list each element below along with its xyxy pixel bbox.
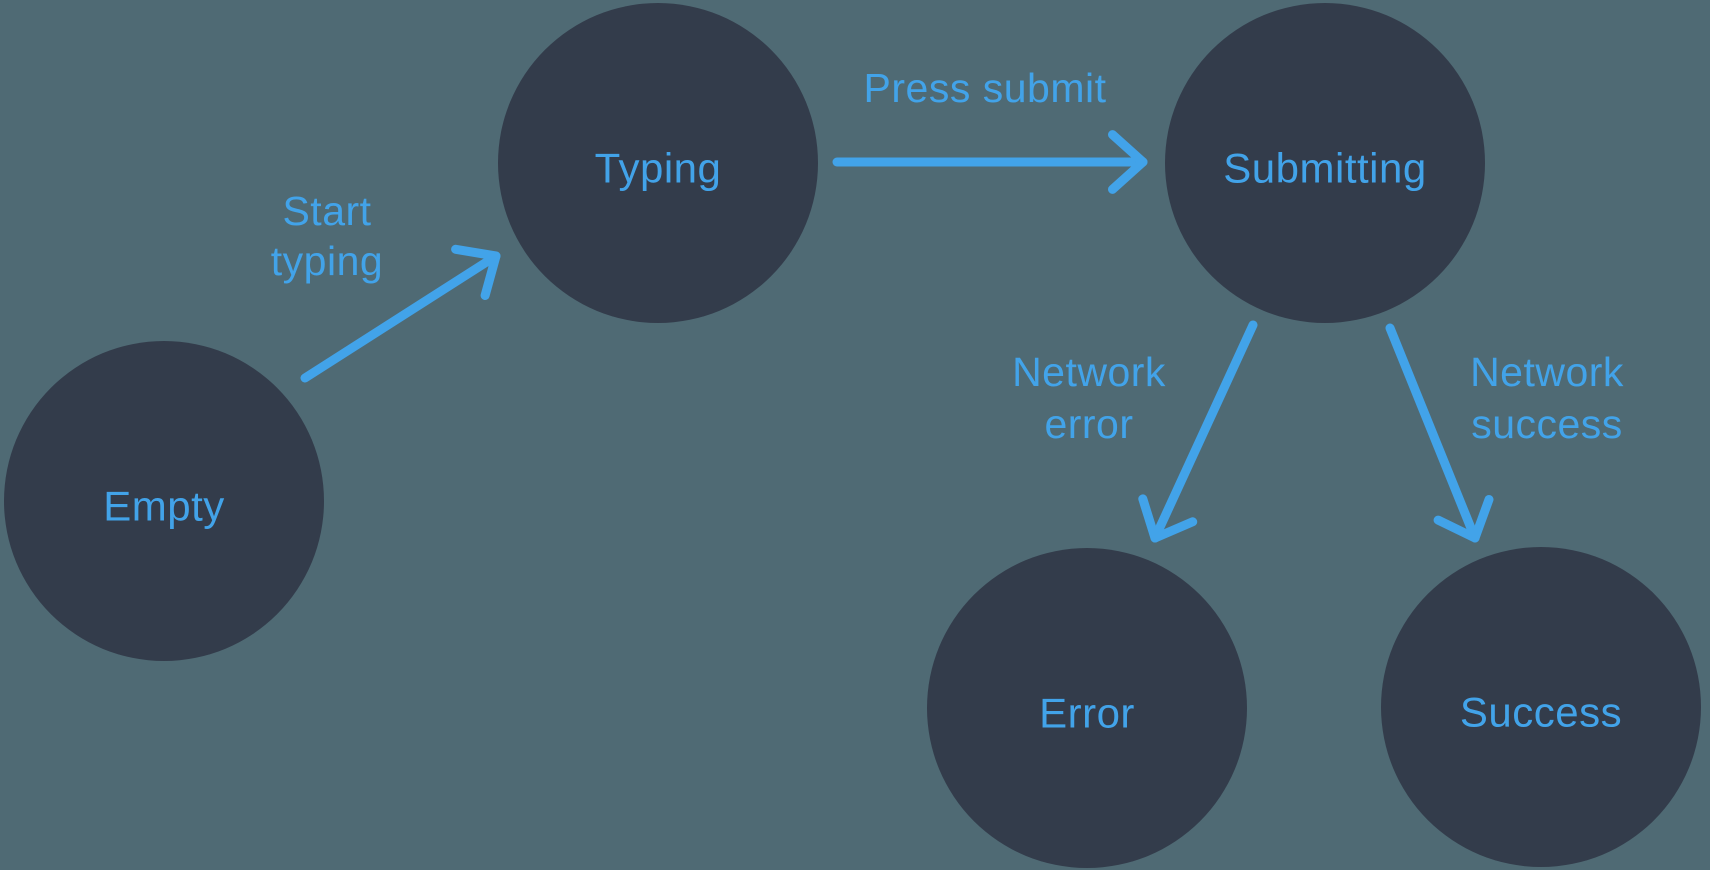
transition-arrow-network-error — [1150, 320, 1258, 543]
state-node-empty — [4, 341, 324, 661]
state-label-error: Error — [1039, 690, 1135, 737]
state-node-submitting — [1165, 3, 1485, 323]
arrowhead-icon-start-typing — [451, 244, 501, 300]
state-node-error — [927, 548, 1247, 868]
arrowhead-icon-network-error — [1138, 494, 1198, 543]
transition-arrow-start-typing — [300, 251, 501, 383]
state-label-success: Success — [1460, 689, 1622, 736]
transition-label-network-success-line2: success — [1471, 401, 1623, 447]
arrowhead-icon-network-success — [1433, 495, 1494, 543]
state-node-typing — [498, 3, 818, 323]
transition-arrow-network-success — [1385, 323, 1480, 543]
state-node-success — [1381, 547, 1701, 867]
arrowhead-icon-press-submit — [1108, 130, 1148, 194]
state-label-typing: Typing — [595, 145, 722, 192]
transition-label-network-success-line1: Network — [1470, 349, 1624, 395]
transition-label-start-typing-line1: Start — [282, 188, 371, 234]
transition-label-press-submit-line1: Press submit — [864, 65, 1107, 111]
state-label-submitting: Submitting — [1223, 145, 1426, 192]
transition-label-network-error-line2: error — [1044, 401, 1133, 447]
transition-label-network-error-line1: Network — [1012, 349, 1166, 395]
transition-label-start-typing-line2: typing — [271, 238, 383, 284]
state-label-empty: Empty — [103, 483, 225, 530]
